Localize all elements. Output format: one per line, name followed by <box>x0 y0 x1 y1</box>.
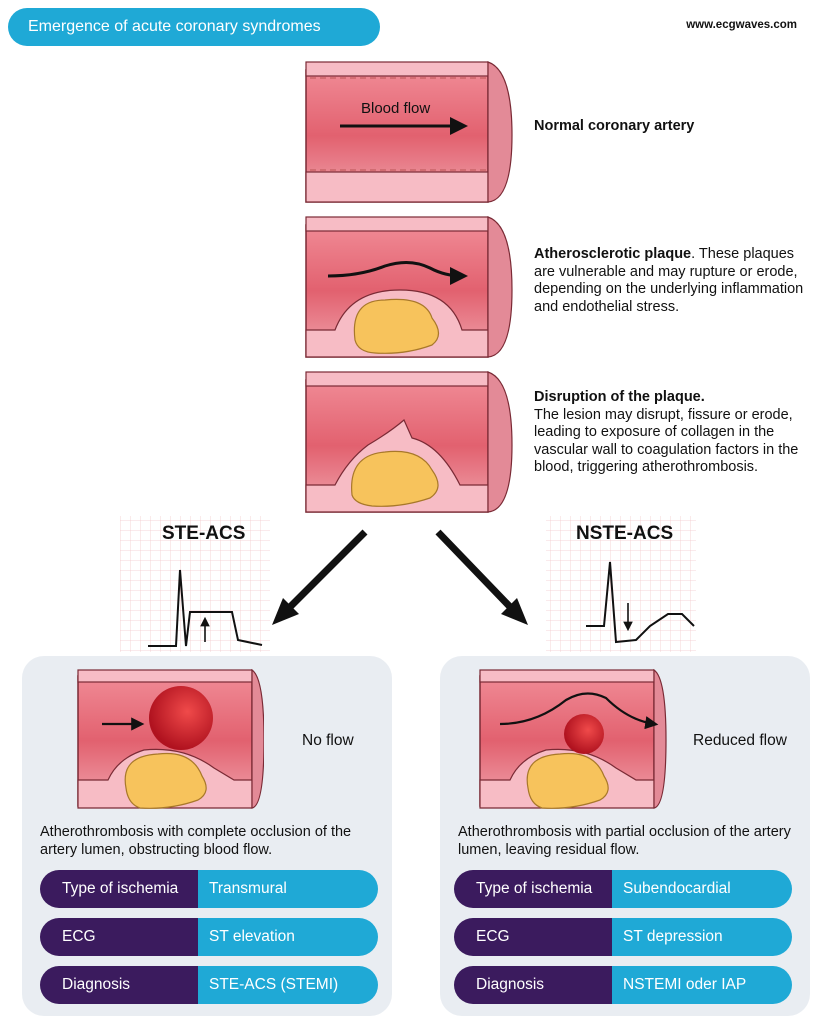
ste-row-ecg-key: ECG <box>40 918 198 956</box>
reduced-flow-label: Reduced flow <box>693 732 787 749</box>
nste-row-diagnosis-key: Diagnosis <box>454 966 612 1004</box>
stage-disruption-text: Disruption of the plaque. The lesion may… <box>534 389 804 477</box>
ste-row-ecg: ECG ST elevation <box>40 918 378 956</box>
disrupted-artery-illustration <box>305 371 513 513</box>
ste-acs-label: STE-ACS <box>162 523 246 544</box>
ste-occlusion-illustration <box>77 668 264 809</box>
source-url: www.ecgwaves.com <box>686 19 797 31</box>
ecg-ste-trace <box>120 516 270 652</box>
stage-normal-text: Normal coronary artery <box>534 118 804 136</box>
no-flow-label: No flow <box>302 732 354 749</box>
branch-arrows <box>272 529 528 625</box>
nste-row-ecg-key: ECG <box>454 918 612 956</box>
ste-row-diagnosis: Diagnosis STE-ACS (STEMI) <box>40 966 378 1004</box>
nste-row-diagnosis: Diagnosis NSTEMI oder IAP <box>454 966 792 1004</box>
ste-caption: Atherothrombosis with complete occlusion… <box>40 824 352 858</box>
stage-normal-title: Normal coronary artery <box>534 118 695 134</box>
nste-row-ischemia: Type of ischemia Subendocardial <box>454 870 792 908</box>
ste-row-ischemia-key: Type of ischemia <box>40 870 198 908</box>
nste-row-ecg: ECG ST depression <box>454 918 792 956</box>
stage-plaque-desc: . These plaques are vulnerable and may r… <box>534 246 804 315</box>
ste-row-ecg-value: ST elevation <box>198 918 378 956</box>
nste-caption: Atherothrombosis with partial occlusion … <box>458 824 791 858</box>
nste-row-ischemia-key: Type of ischemia <box>454 870 612 908</box>
stage-disruption-desc: The lesion may disrupt, fissure or erode… <box>534 406 799 476</box>
nste-row-ischemia-value: Subendocardial <box>612 870 792 908</box>
ste-row-ischemia-value: Transmural <box>198 870 378 908</box>
ste-acs-panel: No flow Atherothrombosis with complete o… <box>22 656 392 1016</box>
ste-row-diagnosis-key: Diagnosis <box>40 966 198 1004</box>
nste-row-ecg-value: ST depression <box>612 918 792 956</box>
ecg-nste-trace <box>546 516 696 652</box>
stage-plaque-text: Atherosclerotic plaque. These plaques ar… <box>534 246 804 316</box>
stage-plaque-title: Atherosclerotic plaque <box>534 246 692 262</box>
ste-row-ischemia: Type of ischemia Transmural <box>40 870 378 908</box>
blood-flow-label: Blood flow <box>361 100 431 117</box>
stage-disruption-title: Disruption of the plaque. <box>534 389 705 405</box>
page-title: Emergence of acute coronary syndromes <box>8 8 380 46</box>
nste-acs-label: NSTE-ACS <box>576 523 674 544</box>
nste-acs-panel: Reduced flow Atherothrombosis with parti… <box>440 656 810 1016</box>
nste-row-diagnosis-value: NSTEMI oder IAP <box>612 966 792 1004</box>
ste-row-diagnosis-value: STE-ACS (STEMI) <box>198 966 378 1004</box>
plaque-artery-illustration <box>305 216 513 358</box>
normal-artery-illustration <box>305 61 513 203</box>
nste-partial-occlusion-illustration <box>479 668 667 809</box>
